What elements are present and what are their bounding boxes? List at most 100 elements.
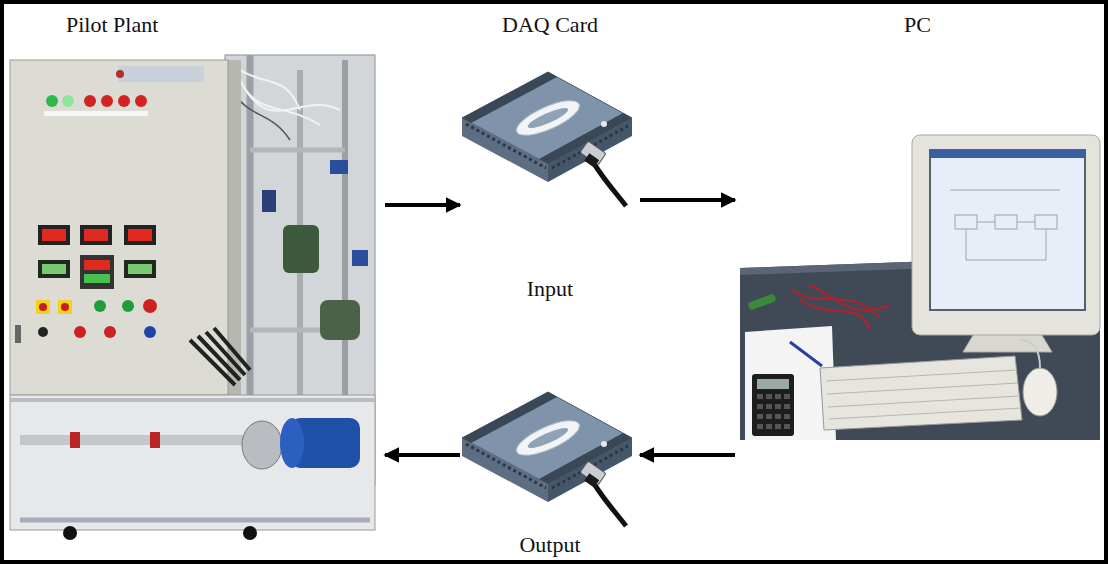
flow-arrow [385,453,460,457]
illustration-part [766,394,772,399]
illustration-part [39,303,47,311]
illustration-part [38,225,70,245]
illustration-part [1023,368,1057,416]
daq-card-output-illustration [462,392,632,526]
illustration-part [775,414,781,419]
illustration-part [995,215,1017,229]
illustration-part [42,264,66,274]
illustration-part [20,435,250,445]
illustration-part [143,299,157,313]
illustration-part [775,424,781,429]
illustration-part [752,374,794,436]
illustration-part [243,526,257,540]
illustration-part [118,66,204,82]
node-label: Output [519,532,580,558]
illustration-part [766,424,772,429]
illustration-part [784,404,790,409]
illustration-part [955,215,977,229]
illustration-part [74,326,86,338]
daq-output-node: Output [460,380,640,558]
illustration-part [84,95,96,107]
illustration-part [144,326,156,338]
illustration-part [190,328,250,385]
illustration-part [820,356,1022,430]
illustration-part [250,148,345,153]
illustration-part [46,95,58,107]
illustration-part [747,293,776,310]
illustration-part [784,394,790,399]
illustration-part [80,225,112,245]
illustration-part [766,414,772,419]
illustration-part [10,398,375,402]
illustration-part [320,300,360,340]
illustration-part [36,300,50,314]
illustration-part [61,303,69,311]
illustration-part [58,300,72,314]
illustration-part [757,394,763,399]
pilot-plant-illustration [10,55,375,540]
illustration-part [757,404,763,409]
illustration-part [118,95,130,107]
pc-illustration [740,135,1100,440]
illustration-part [70,432,80,448]
illustration-part [124,260,156,278]
flow-arrow [640,198,735,202]
illustration-part [757,424,763,429]
illustration-part [829,408,1021,419]
illustration-part [790,342,822,366]
illustration-part [757,379,789,389]
node-label: PC [904,12,931,38]
illustration-part [930,150,1085,158]
illustration-part [1035,215,1057,229]
illustration-part [826,370,1021,419]
illustration-part [330,160,348,174]
illustration-part [101,95,113,107]
daq-input-node: DAQ CardInput [460,12,640,302]
node-label: DAQ Card [502,12,598,38]
illustration-part [828,396,1020,407]
illustration-part [766,404,772,409]
illustration-part [242,421,282,469]
illustration-part [352,250,368,266]
illustration-part [262,190,276,212]
illustration-part [84,274,110,283]
illustration-part [42,229,66,241]
node-label: Pilot Plant [66,12,158,38]
illustration-part [84,229,108,241]
illustration-part [757,414,763,419]
illustration-part [104,326,116,338]
illustration-part [775,394,781,399]
illustration-part [38,327,48,337]
illustration-part [94,300,106,312]
illustration-part [80,255,114,289]
illustration-part [150,432,160,448]
illustration-part [757,394,790,429]
illustration-part [62,95,74,107]
illustration-part [128,229,152,241]
pc-node: PC [735,12,1100,460]
illustration-part [950,190,1060,260]
illustration-part [784,424,790,429]
illustration-part [230,62,340,125]
illustration-part [827,383,1018,394]
illustration-part [1020,340,1040,368]
daq-card-input-illustration [462,72,632,206]
illustration-part [826,370,1017,381]
illustration-part [63,526,77,540]
illustration-part [283,225,319,273]
plant-node: Pilot Plant [8,12,385,540]
flow-arrow [385,203,460,207]
illustration-part [930,150,1085,310]
illustration-part [44,111,148,116]
illustration-part [116,70,124,78]
illustration-part [950,190,1060,191]
illustration-part [20,518,370,523]
flow-arrow [640,453,735,457]
illustration-part [128,264,152,274]
illustration-part [966,222,1046,260]
illustration-part [912,135,1100,335]
illustration-part [38,260,70,278]
illustration-part [792,285,890,330]
illustration-part [122,300,134,312]
